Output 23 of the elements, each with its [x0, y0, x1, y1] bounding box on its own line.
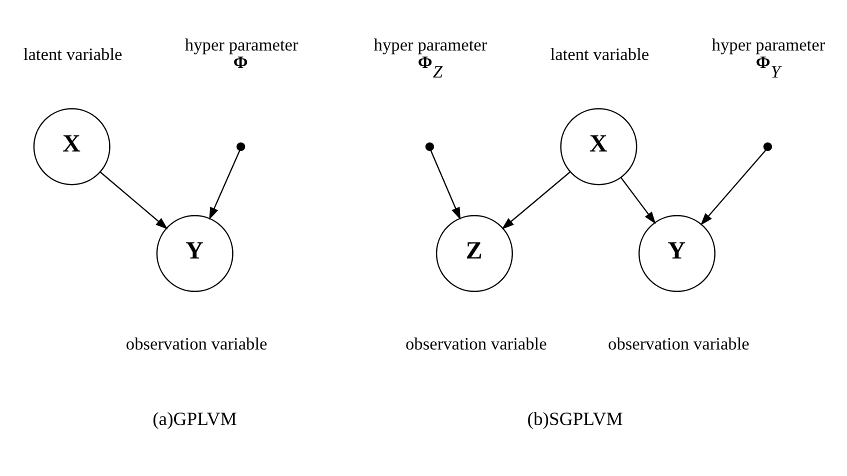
node-label: latent variable	[23, 44, 122, 64]
node-label: observation variable	[126, 334, 268, 354]
arrow	[502, 172, 570, 230]
node-label: observation variable	[608, 334, 750, 354]
node-circle: X	[560, 108, 638, 186]
node-label: observation variable	[405, 334, 547, 354]
arrow	[700, 150, 766, 226]
node-label: latent variable	[550, 44, 650, 64]
node-circle: Y	[638, 215, 716, 292]
label: (a)GPLVM	[152, 409, 237, 430]
node-label: hyper parameter	[374, 36, 488, 55]
node-circle	[763, 142, 772, 152]
node-label: Φ	[233, 53, 248, 72]
arrow	[620, 177, 656, 224]
arrow	[430, 150, 461, 220]
node-label: hyper parameter	[712, 36, 826, 55]
label: (b)SGPLVM	[527, 409, 623, 430]
node-circle	[425, 142, 434, 152]
arrow	[100, 172, 168, 230]
node-circle	[236, 142, 246, 152]
arrow	[209, 150, 240, 220]
node-label: hyper parameter	[184, 36, 298, 55]
node-circle: X	[33, 108, 110, 186]
